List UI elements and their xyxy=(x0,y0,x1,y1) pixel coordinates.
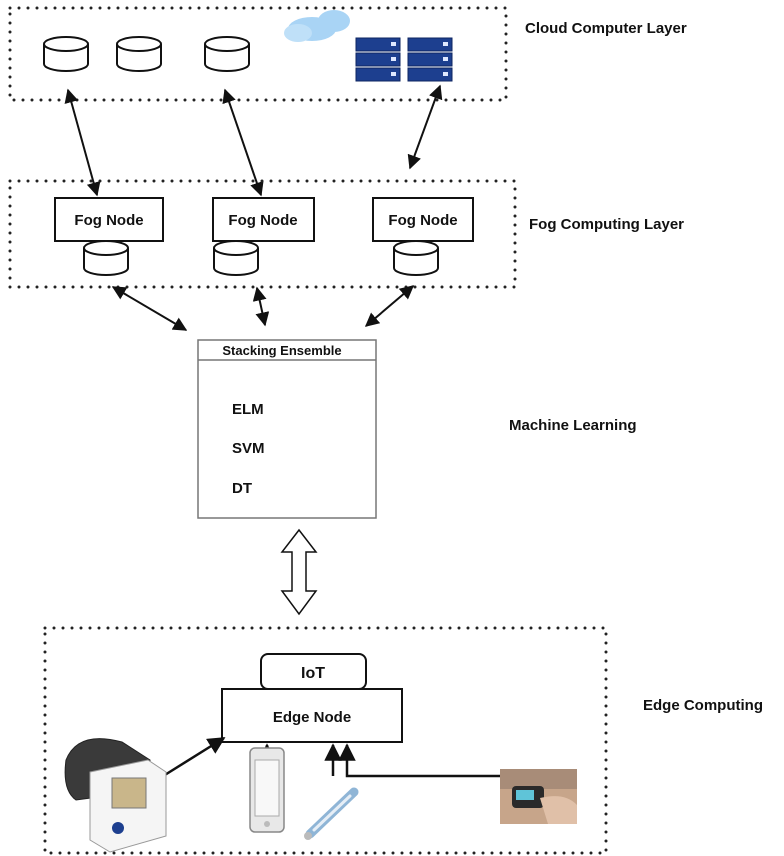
stacking-ensemble-box: Stacking Ensemble ELM SVM DT xyxy=(197,339,377,519)
server-rack-icon xyxy=(407,37,453,82)
model-label: ELM xyxy=(232,401,264,418)
fog-database-icon xyxy=(83,240,129,276)
bp-monitor-link xyxy=(159,736,226,780)
fog-ensemble-link-2 xyxy=(252,286,270,327)
cloud-fog-link-3 xyxy=(407,84,443,170)
fog-node-3: Fog Node xyxy=(372,197,474,276)
iot-box: IoT xyxy=(260,653,367,690)
cloud-database-icon xyxy=(43,36,89,72)
thermometer-icon xyxy=(304,787,359,840)
cloud-icon xyxy=(284,10,350,42)
fog-layer-label: Fog Computing Layer xyxy=(529,216,684,233)
edge-layer-label: Edge Computing xyxy=(643,697,763,714)
cloud-layer-label: Cloud Computer Layer xyxy=(525,20,687,37)
fog-database-icon xyxy=(213,240,259,276)
server-rack-icon xyxy=(355,37,401,82)
fog-node-1: Fog Node xyxy=(54,197,164,276)
ml-layer-label: Machine Learning xyxy=(509,417,637,434)
fog-ensemble-link-1 xyxy=(111,286,188,331)
fog-node-label: Fog Node xyxy=(228,212,297,229)
oximeter-link xyxy=(338,743,500,778)
edge-layer-box xyxy=(43,626,608,855)
ensemble-title: Stacking Ensemble xyxy=(222,343,341,358)
iot-label: IoT xyxy=(301,665,325,682)
fog-node-label: Fog Node xyxy=(388,212,457,229)
cloud-fog-link-1 xyxy=(64,88,101,197)
double-arrow-icon xyxy=(280,528,318,616)
cloud-fog-link-2 xyxy=(222,88,264,197)
edge-node-box: Edge Node xyxy=(221,688,403,743)
model-label: DT xyxy=(232,480,252,497)
fog-database-icon xyxy=(393,240,439,276)
model-label: SVM xyxy=(232,440,265,457)
pulse-oximeter-icon xyxy=(500,769,577,824)
fog-ensemble-link-3 xyxy=(364,285,415,327)
smartphone-icon xyxy=(249,747,285,833)
fog-node-2: Fog Node xyxy=(212,197,315,276)
cloud-database-icon xyxy=(204,36,250,72)
fog-node-label: Fog Node xyxy=(74,212,143,229)
blood-pressure-monitor-icon xyxy=(64,738,167,853)
edge-node-label: Edge Node xyxy=(273,709,351,726)
cloud-database-icon xyxy=(116,36,162,72)
